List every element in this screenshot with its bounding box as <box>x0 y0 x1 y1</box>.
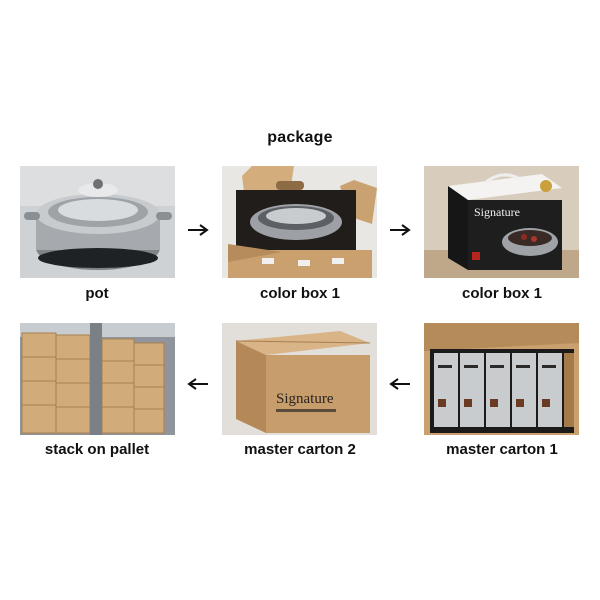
pallet-photo <box>20 323 175 435</box>
step-caption-5: master carton 2 <box>244 441 356 458</box>
step-caption-4: master carton 1 <box>446 441 558 458</box>
arrow-right-icon <box>188 224 209 236</box>
arrow-right-icon <box>390 224 411 236</box>
open-box-with-pot-photo <box>222 166 377 278</box>
master-carton-2-photo: Signature <box>222 323 377 435</box>
step-caption-1: pot <box>85 285 109 302</box>
pot-photo <box>20 166 175 278</box>
carton-brand-text: Signature <box>276 391 334 407</box>
arrow-right-2 <box>389 223 411 237</box>
step-caption-2: color box 1 <box>259 285 341 302</box>
signature-color-box-photo: Signature <box>424 166 579 278</box>
arrow-left-2 <box>389 377 411 391</box>
diagram-title: package <box>267 129 333 146</box>
arrow-right-1 <box>187 223 209 237</box>
steamer-pot-photo <box>20 166 175 278</box>
color-box-open-photo <box>222 166 377 278</box>
carton-of-color-boxes-photo <box>424 323 579 435</box>
arrow-left-1 <box>187 377 209 391</box>
pallet-stack-photo <box>20 323 175 435</box>
master-carton-1-photo <box>424 323 579 435</box>
step-caption-6: stack on pallet <box>44 441 150 458</box>
sealed-master-carton-photo: Signature <box>222 323 377 435</box>
color-box-closed-photo: Signature <box>424 166 579 278</box>
box-brand-text: Signature <box>474 205 520 219</box>
arrow-left-icon <box>389 378 410 390</box>
step-caption-3: color box 1 <box>461 285 543 302</box>
arrow-left-icon <box>187 378 208 390</box>
